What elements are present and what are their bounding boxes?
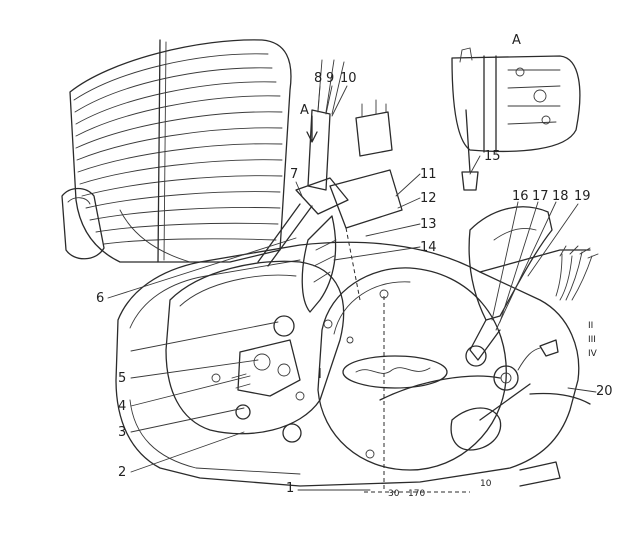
- gear-shift-lever: [379, 339, 559, 401]
- callout-10: 10: [340, 71, 357, 86]
- oil-pump-assembly: [231, 339, 301, 397]
- callout-3: 3: [118, 425, 126, 440]
- dimension-170: 170: [408, 489, 425, 499]
- exhaust-port: [61, 187, 105, 260]
- gear-position-ii: II: [588, 321, 593, 331]
- callout-17: 17: [532, 189, 549, 204]
- left-cover: [165, 260, 345, 443]
- wire-bundle: [555, 245, 599, 301]
- carburetor: [257, 59, 349, 267]
- callout-18: 18: [552, 189, 569, 204]
- ignition-coil: [301, 99, 403, 313]
- callout-15: 15: [484, 149, 501, 164]
- callout-5: 5: [118, 371, 126, 386]
- callout-4: 4: [118, 399, 126, 414]
- callout-12: 12: [420, 191, 437, 206]
- callout-2: 2: [118, 465, 126, 480]
- dimension-30: 30: [388, 489, 400, 499]
- gear-position-iii: III: [588, 335, 596, 345]
- inset-title: A: [512, 33, 521, 48]
- crankcase: [115, 241, 591, 487]
- callout-8: 8: [314, 71, 322, 86]
- callout-14: 14: [420, 240, 437, 255]
- view-arrow-label: A: [300, 103, 309, 118]
- brake-pedal: [450, 383, 591, 451]
- view-arrow: [306, 115, 318, 143]
- callout-7: 7: [290, 167, 298, 182]
- gear-position-iv: IV: [588, 349, 598, 359]
- leader-lines: [107, 85, 597, 491]
- center-lines: [364, 296, 470, 493]
- callout-20: 20: [596, 384, 613, 399]
- kick-starter: [465, 206, 553, 367]
- callout-9: 9: [326, 71, 334, 86]
- cover-badge: [342, 355, 448, 389]
- callout-19: 19: [574, 189, 591, 204]
- callout-13: 13: [420, 217, 437, 232]
- callout-11: 11: [420, 167, 437, 182]
- inset-view-a: [451, 47, 581, 191]
- dimension-10: 10: [480, 479, 492, 489]
- cylinder-fins: [69, 39, 292, 263]
- clutch-cover: [317, 267, 507, 471]
- callout-6: 6: [96, 291, 104, 306]
- gear-position-i: I: [318, 367, 322, 382]
- callout-16: 16: [512, 189, 529, 204]
- callout-labels: 1 2 3 4 5 6 7 8 9 10 11 12 13 14 15 16 1…: [96, 71, 613, 496]
- callout-1: 1: [286, 481, 294, 496]
